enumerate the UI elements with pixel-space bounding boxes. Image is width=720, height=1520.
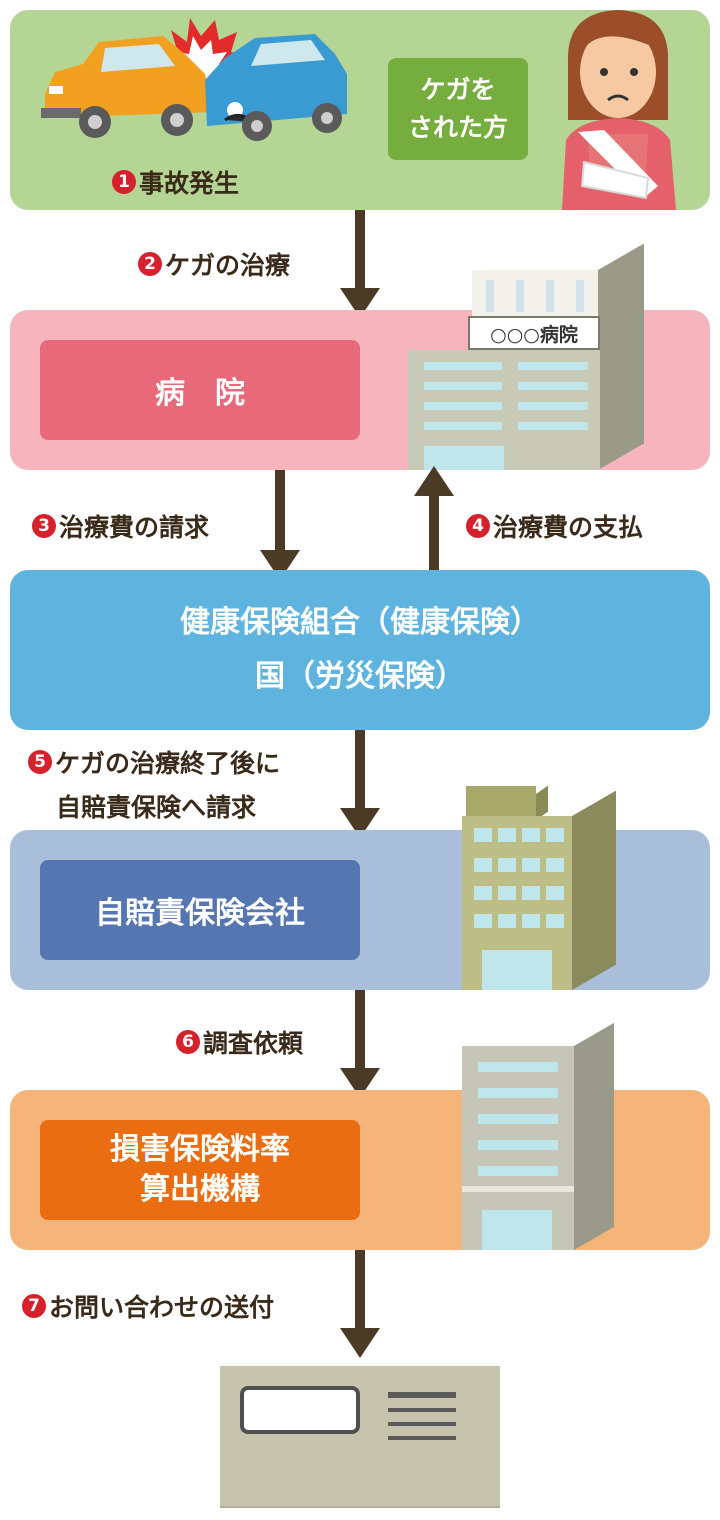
step-badge: 6 [176, 1030, 200, 1054]
step-label: お問い合わせの送付 [49, 1293, 275, 1322]
hospital-sign: ○○○病院 [468, 316, 600, 350]
step-badge: 4 [466, 514, 490, 538]
arrow-down-step-5 [340, 730, 380, 838]
injured-person-label: ケガを された方 [388, 58, 528, 160]
step-badge: 1 [112, 170, 136, 194]
hospital-building-icon: ○○○病院 [408, 243, 648, 470]
envelope-icon [220, 1366, 500, 1506]
step-7-inquiry: 7 お問い合わせの送付 [22, 1288, 274, 1324]
step-badge: 5 [28, 750, 52, 774]
step-badge: 7 [22, 1294, 46, 1318]
jibai-label: 自賠責保険会社 [40, 860, 360, 960]
step-label: 調査依頼 [203, 1029, 304, 1058]
car-crash-icon [41, 18, 347, 141]
step-5-claim: 5 ケガの治療終了後に [28, 744, 280, 780]
rating-label: 損害保険料率 算出機構 [40, 1120, 360, 1220]
health-insurance-box: 健康保険組合（健康保険） 国（労災保険） [10, 570, 710, 730]
health-insurance-line1: 健康保険組合（健康保険） [180, 605, 540, 640]
step-4-payment: 4 治療費の支払 [466, 508, 643, 544]
injured-woman-icon [562, 10, 676, 210]
step-6-investigation: 6 調査依頼 [176, 1024, 303, 1060]
arrow-down-step-7 [340, 1250, 380, 1358]
step-2-treatment: 2 ケガの治療 [138, 246, 290, 282]
step-3-billing: 3 治療費の請求 [32, 508, 209, 544]
office-building-icon [462, 785, 622, 990]
hospital-label: 病 院 [40, 340, 360, 440]
arrow-up-step-4 [414, 466, 454, 570]
step-label: ケガの治療 [165, 251, 291, 280]
rating-building-icon [462, 1022, 622, 1250]
step-1-accident: 1 事故発生 [112, 164, 239, 200]
step-label: 治療費の支払 [493, 513, 644, 542]
health-insurance-line2: 国（労災保険） [255, 659, 465, 694]
arrow-down-step-2 [340, 210, 380, 318]
step-badge: 3 [32, 514, 56, 538]
arrow-down-step-3 [260, 470, 300, 580]
step-label: 治療費の請求 [59, 513, 210, 542]
arrow-down-step-6 [340, 990, 380, 1098]
step-5-claim-line2: 自賠責保険へ請求 [56, 793, 257, 822]
step-label: ケガの治療終了後に [55, 749, 281, 778]
step-label: 事故発生 [139, 169, 240, 198]
step-badge: 2 [138, 252, 162, 276]
